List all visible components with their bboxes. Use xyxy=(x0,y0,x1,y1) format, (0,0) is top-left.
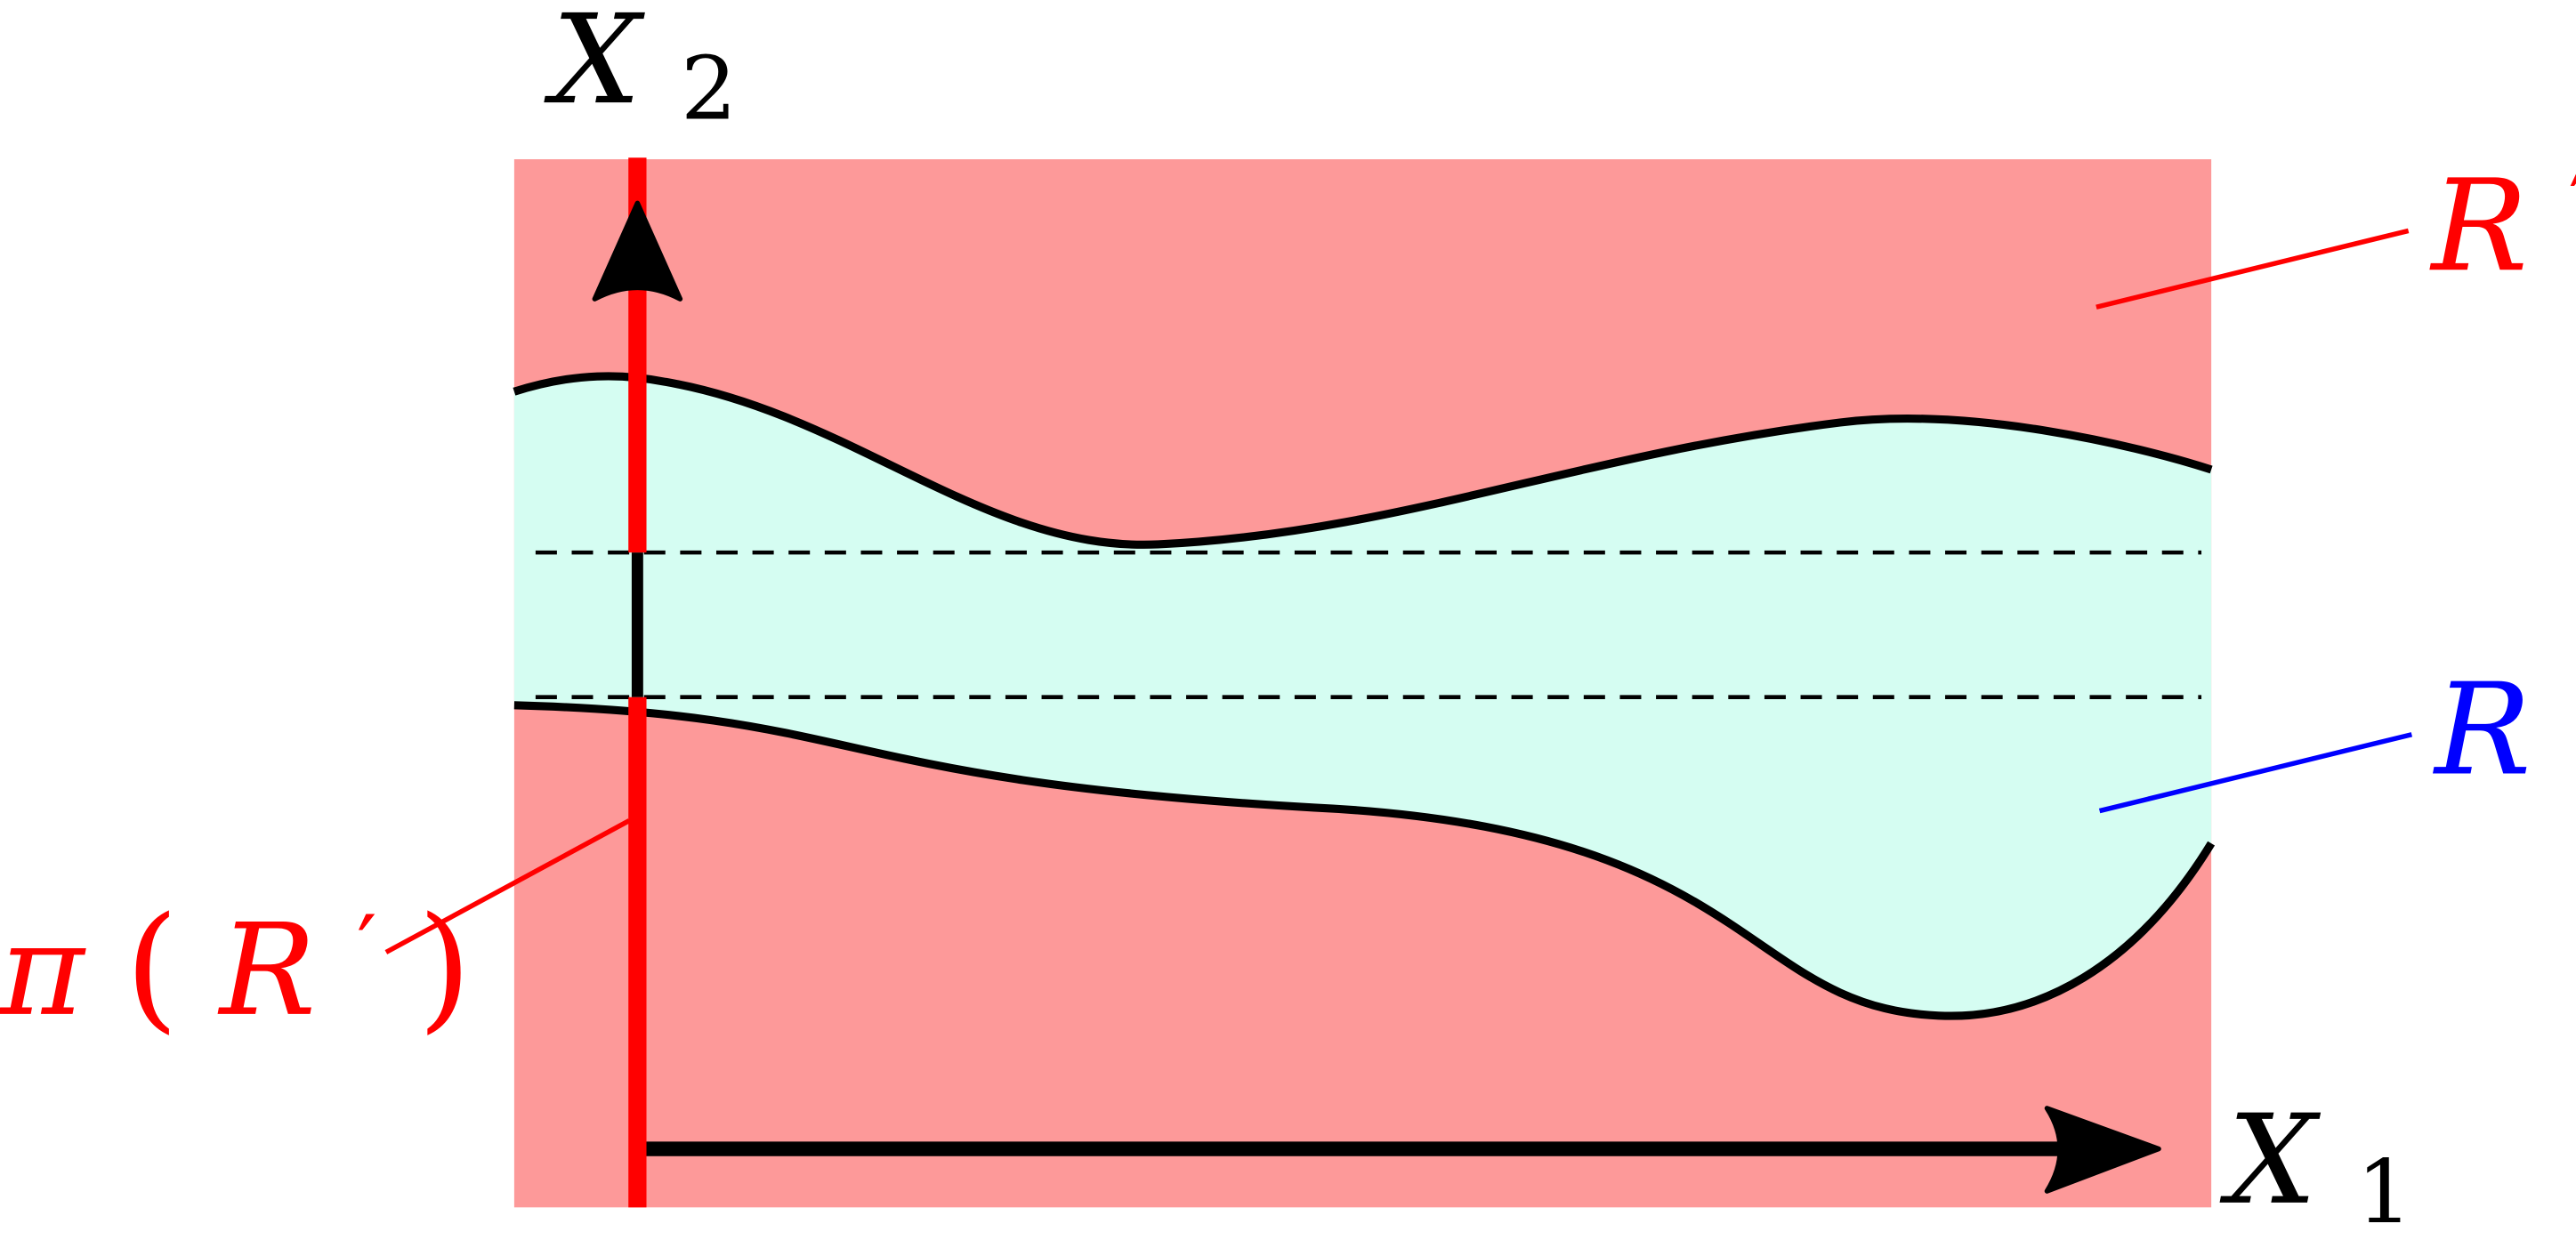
upper-boundary-curve xyxy=(513,372,2213,549)
x2-label-subscript: 2 xyxy=(681,38,737,140)
x1-label-subscript: 1 xyxy=(2356,1141,2412,1243)
r-prime-mark: ′ xyxy=(2569,154,2576,255)
x1-axis-label: X 1 xyxy=(2220,1088,2413,1244)
inner-region-r xyxy=(513,375,2212,1017)
pi-r-prime-label: π ( R ′ ) xyxy=(0,860,472,1046)
x2-axis-label: X 2 xyxy=(544,0,737,140)
r-prime-main: R xyxy=(2429,152,2528,300)
x1-label-main: X xyxy=(2220,1088,2322,1232)
pi-open-paren: ( xyxy=(125,889,179,1047)
r-label: R xyxy=(2432,656,2531,803)
pi-prime-mark: ′ xyxy=(357,898,377,999)
r-leader-line xyxy=(2098,732,2413,814)
r-prime-leader-line xyxy=(2096,228,2410,310)
x2-label-main: X xyxy=(544,0,645,132)
x1-axis-arrowhead xyxy=(2044,1106,2161,1194)
pi-symbol: π xyxy=(0,897,87,1044)
r-prime-label: R ′ xyxy=(2429,152,2576,300)
lower-boundary-curve xyxy=(513,701,2216,1020)
pi-arg: R xyxy=(217,897,316,1044)
x2-axis-arrowhead xyxy=(592,200,683,302)
pi-leader-line xyxy=(384,818,631,954)
pi-close-paren: ) xyxy=(417,889,472,1047)
